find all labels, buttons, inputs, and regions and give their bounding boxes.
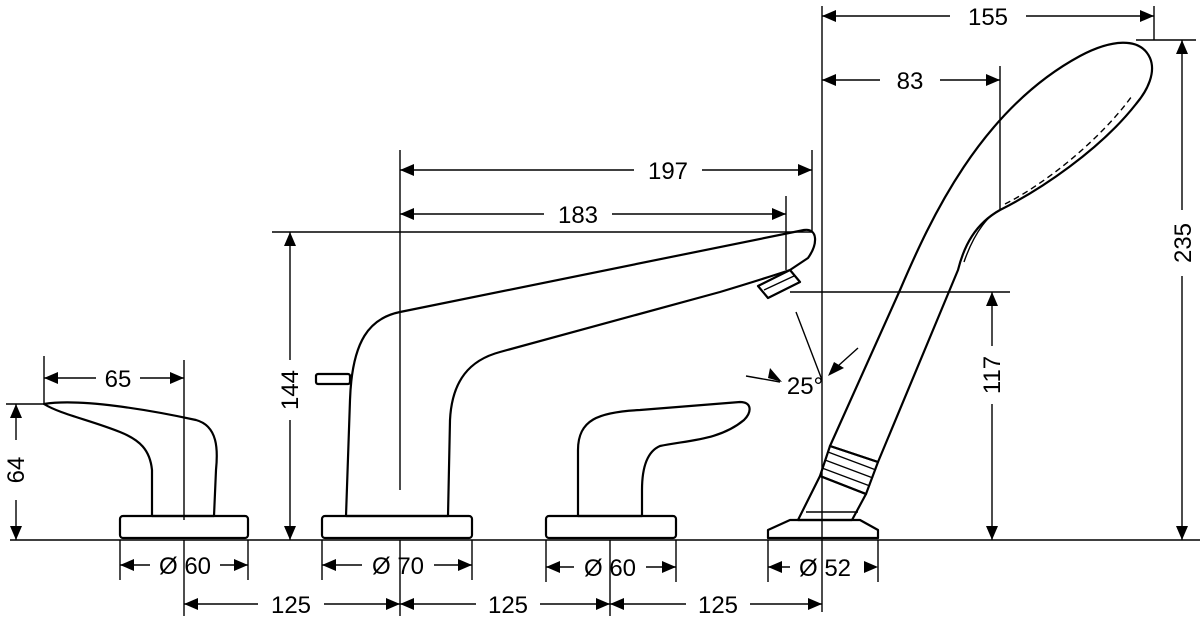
dim-spacing-2: 125 — [488, 592, 528, 619]
dim-spacing-1: 125 — [271, 592, 311, 619]
dim-spacing-3: 125 — [698, 592, 738, 619]
dim-64: 64 — [3, 457, 30, 484]
dim-183: 183 — [558, 202, 598, 229]
dim-155: 155 — [968, 4, 1008, 31]
dim-dia-60-left: Ø 60 — [159, 553, 211, 580]
dimension-lines — [10, 10, 1188, 610]
hand-shower — [766, 41, 1154, 540]
dim-197: 197 — [648, 158, 688, 185]
dim-144: 144 — [277, 370, 304, 410]
dim-235: 235 — [1170, 223, 1197, 263]
dim-65: 65 — [105, 366, 132, 393]
extension-lines — [6, 6, 1196, 616]
dim-dia-60-right: Ø 60 — [584, 555, 636, 582]
spout — [314, 228, 817, 540]
left-handle — [42, 401, 250, 540]
dim-117: 117 — [979, 356, 1006, 394]
dim-dia-70: Ø 70 — [372, 553, 424, 580]
dim-angle-25: 25° — [787, 373, 823, 400]
right-handle — [544, 400, 751, 540]
dim-dia-52: Ø 52 — [799, 555, 851, 582]
dim-83: 83 — [897, 68, 924, 95]
